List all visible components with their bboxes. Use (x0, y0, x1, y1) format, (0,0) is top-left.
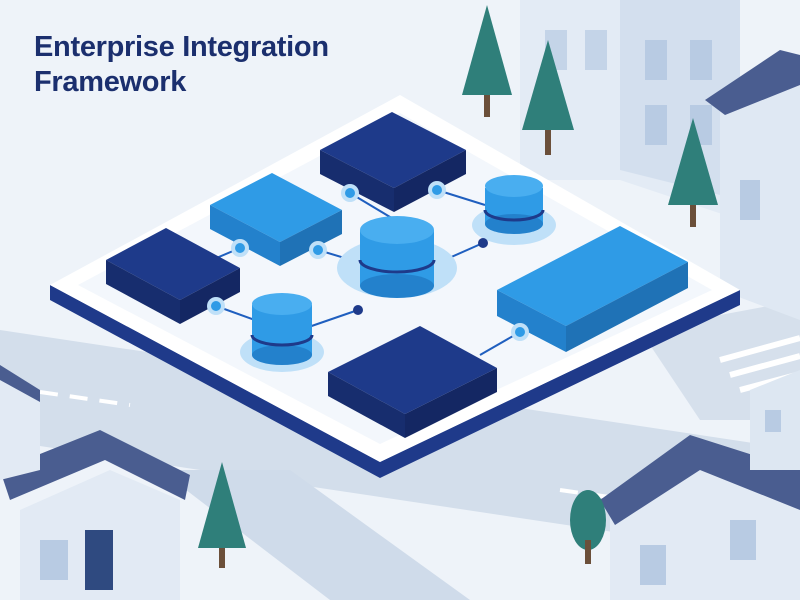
tree-icon (668, 118, 718, 227)
service-block-light-long (497, 226, 688, 352)
service-block-navy-bottom (328, 326, 497, 438)
building-right-mid (750, 370, 800, 470)
service-block-navy-left (106, 228, 240, 324)
tree-icon (570, 490, 606, 564)
tree-icon (198, 462, 246, 568)
house-right (705, 50, 800, 320)
service-block-navy-top (320, 112, 466, 212)
connector-node-icon (207, 181, 529, 341)
database-icon (337, 216, 457, 298)
house-bottom-left-roof (0, 430, 190, 500)
road-cross (160, 470, 470, 600)
diagram-title: Enterprise Integration Framework (34, 30, 329, 100)
tree-icon (522, 40, 574, 155)
database-icon (240, 293, 324, 372)
house-bottom-left (0, 430, 190, 600)
database-icon (472, 175, 556, 245)
title-line-2: Framework (34, 66, 187, 98)
service-block-light-top (210, 173, 342, 266)
house-left-edge (0, 365, 40, 480)
title-line-1: Enterprise Integration (34, 31, 329, 63)
road-stripe-1 (39, 390, 131, 407)
tree-icon (462, 5, 512, 117)
